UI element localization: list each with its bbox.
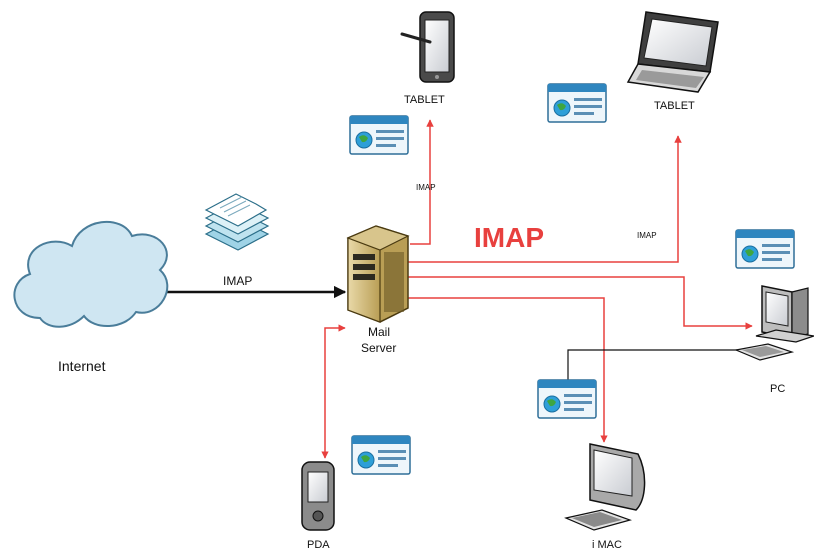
internet-server-protocol-label: IMAP bbox=[223, 274, 252, 288]
email-window-icon bbox=[735, 229, 795, 269]
server-laptop-protocol-label: IMAP bbox=[637, 231, 657, 240]
imac-icon bbox=[564, 443, 646, 531]
laptop-icon bbox=[626, 11, 719, 93]
tablet-top-label: TABLET bbox=[404, 94, 445, 106]
server-tablet-link bbox=[410, 119, 434, 245]
pc-imac-cable bbox=[567, 349, 740, 384]
mail-server-label-line2: Server bbox=[361, 341, 396, 355]
pda-label: PDA bbox=[307, 539, 330, 551]
desktop-pc-icon bbox=[733, 285, 814, 361]
email-window-icon bbox=[537, 379, 597, 419]
internet-label: Internet bbox=[58, 358, 106, 374]
laptop-label: TABLET bbox=[654, 100, 695, 112]
server-imac-link bbox=[400, 297, 608, 443]
email-window-icon bbox=[547, 83, 607, 123]
email-window-icon bbox=[351, 435, 411, 475]
cloud-icon bbox=[13, 220, 169, 328]
mail-server-label-line1: Mail bbox=[368, 325, 390, 339]
server-tablet-protocol-label: IMAP bbox=[416, 183, 436, 192]
pc-label: PC bbox=[770, 383, 785, 395]
imac-label: i MAC bbox=[592, 539, 622, 551]
tablet-icon bbox=[400, 11, 455, 83]
diagram-title: IMAP bbox=[474, 222, 544, 253]
server-laptop-link bbox=[382, 135, 682, 263]
server-pda-link bbox=[321, 324, 346, 459]
server-tower-icon bbox=[346, 225, 410, 323]
document-stack-icon bbox=[204, 193, 270, 251]
pda-icon bbox=[301, 461, 335, 531]
email-window-icon bbox=[349, 115, 409, 155]
server-pc-link bbox=[382, 276, 753, 330]
